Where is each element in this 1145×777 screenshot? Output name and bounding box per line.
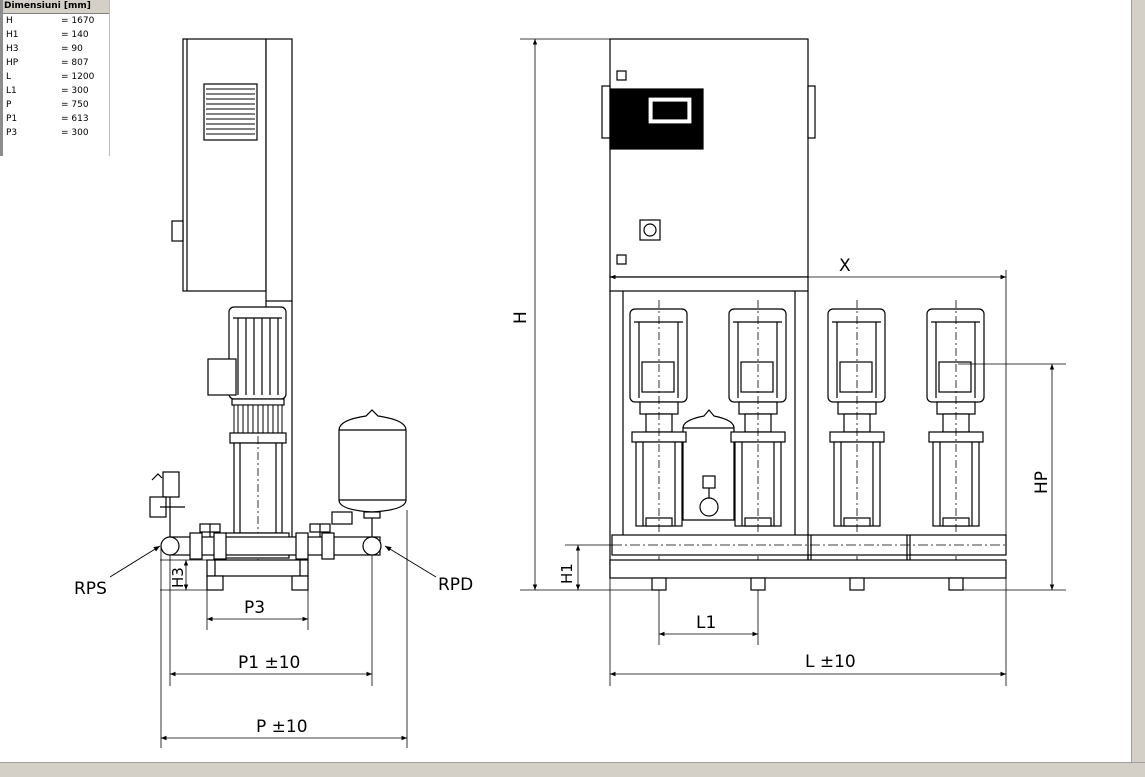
side-expansion-tank [338,409,407,537]
dimension-row: P1 = 613 [3,112,109,126]
dimension-value: = 1670 [61,16,95,26]
dimension-value: = 300 [61,128,89,138]
side-base [206,559,309,591]
label-x: X [839,256,851,276]
side-manifold [160,511,382,560]
dimension-row: H1 = 140 [3,28,109,42]
front-dimensions [520,38,1066,686]
side-dimension-labels: RPS RPD H3 P3 P1 ±10 P ±10 [74,567,473,737]
side-cabinet [171,38,293,540]
window-right-edge [1131,0,1145,762]
dimension-value: = 140 [61,30,89,40]
label-p: P ±10 [256,717,308,737]
front-expansion-tank [682,409,735,521]
dimension-value: = 807 [61,58,89,68]
dimension-key: H1 [6,30,19,40]
dimension-key: H [6,16,13,26]
dimension-row: L1 = 300 [3,84,109,98]
dimension-value: = 750 [61,100,89,110]
side-dimensions [160,510,408,748]
front-dimension-labels: H X HP H1 L1 L ±10 [511,256,1052,672]
status-bar [0,762,1145,777]
dimension-key: P [6,100,12,110]
label-l1: L1 [696,613,716,633]
dimension-key: HP [6,58,19,68]
dimension-value: = 90 [61,44,83,54]
side-coupling [233,404,283,434]
dimension-key: P1 [6,114,18,124]
dimension-row: P3 = 300 [3,126,109,140]
label-p1: P1 ±10 [238,653,300,673]
dimension-value: = 1200 [61,72,95,82]
front-cabinet [601,38,816,292]
label-rps: RPS [74,579,107,599]
technical-drawing: RPS RPD H3 P3 P1 ±10 P ±10 [74,38,1066,748]
side-pressure-switch [149,471,185,537]
dimension-row: P = 750 [3,98,109,112]
label-rpd: RPD [438,575,473,595]
front-pump-3 [827,300,886,560]
front-frame [609,291,809,578]
front-base [609,534,1007,591]
front-pump-1 [629,300,688,560]
label-hp: HP [1032,471,1052,494]
side-view [109,38,437,591]
front-view [601,38,1007,591]
dimension-row: H3 = 90 [3,42,109,56]
dimension-key: P3 [6,128,18,138]
dimension-value: = 300 [61,86,89,96]
dimension-row: HP = 807 [3,56,109,70]
label-h1: H1 [558,563,576,584]
label-h3: H3 [169,567,187,588]
dimension-key: L [6,72,12,82]
dimension-value: = 613 [61,114,89,124]
dimension-key: H3 [6,44,19,54]
dimension-key: L1 [6,86,17,96]
label-h: H [511,311,531,324]
label-p3: P3 [244,598,265,618]
vent-slots [206,88,255,135]
dimension-row: H = 1670 [3,14,109,28]
label-l: L ±10 [805,652,856,672]
dimension-row: L = 1200 [3,70,109,84]
front-pump-2 [728,300,787,560]
side-motor [207,306,287,406]
front-pump-4 [926,300,985,560]
dimensions-table-header: Dimensiuni [mm] [3,0,109,14]
